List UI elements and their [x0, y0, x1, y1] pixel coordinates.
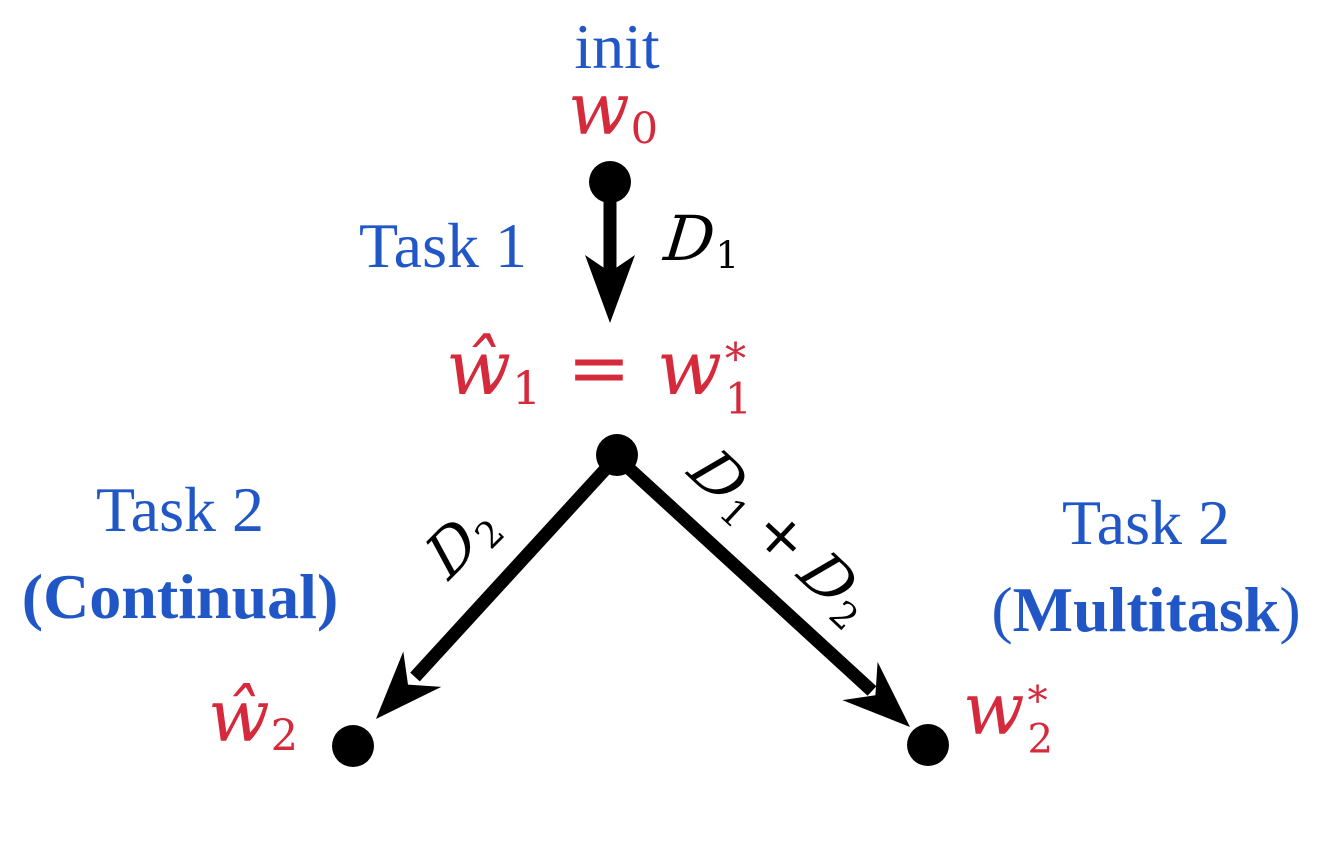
w2-multitask-scripts: *2 — [1027, 678, 1054, 763]
w2-continual-label: ŵ2 — [208, 680, 298, 759]
multitask-arrowhead-icon — [842, 661, 910, 727]
task1-arrowhead-icon — [585, 255, 635, 323]
w1-star-subscript: 1 — [724, 374, 752, 425]
task2-multitask-line1: Task 2 — [1062, 486, 1230, 558]
w1-equation: ŵ1=w*1 — [446, 330, 752, 425]
task2-continual-word: Continual — [43, 561, 317, 632]
continual-arrow — [376, 457, 617, 719]
continual-arrowhead-icon — [376, 651, 442, 719]
multitask-arrow-stem — [617, 457, 877, 696]
init-label: init — [574, 11, 660, 82]
d1-dataset-label: D1 — [661, 201, 740, 277]
w2-continual-base: ŵ — [207, 673, 270, 758]
w1-star-scripts: *1 — [724, 335, 752, 425]
w1-hat-base: ŵ — [446, 323, 512, 413]
w0-label: w0 — [568, 73, 658, 152]
w2-multitask-label: w*2 — [963, 673, 1054, 763]
task2-multitask-line2: (Multitask) — [991, 566, 1300, 653]
task2-multitask-label: Task 2 (Multitask) — [991, 479, 1300, 653]
continual-arrow-stem — [410, 457, 617, 682]
w2-multitask-base: w — [962, 666, 1025, 751]
task2-multitask-paren-open: ( — [991, 574, 1013, 645]
task2-continual-line1: Task 2 — [96, 473, 264, 545]
multitask-arrow — [617, 457, 910, 727]
w0-node-dot — [589, 161, 631, 203]
d1-base: D — [661, 201, 719, 275]
equals-sign: = — [567, 323, 631, 413]
task1-arrow — [585, 195, 635, 323]
w2-multitask-superscript: * — [1027, 678, 1048, 726]
w1-hat-subscript: 1 — [512, 362, 542, 416]
task2-continual-paren-open: ( — [21, 561, 44, 632]
task2-multitask-word: Multitask — [1012, 574, 1280, 645]
w2-continual-node-dot — [332, 725, 374, 767]
d1-subscript: 1 — [715, 232, 740, 277]
w2-multitask-node-dot — [907, 724, 949, 766]
w0-base: w — [567, 66, 630, 151]
task2-multitask-paren-close: ) — [1279, 574, 1301, 645]
w1-star-superscript: * — [724, 335, 747, 386]
task1-label: Task 1 — [359, 210, 527, 281]
w2-continual-subscript: 2 — [270, 711, 299, 762]
task2-continual-line2: (Continual) — [22, 553, 339, 640]
w2-multitask-subscript: 2 — [1027, 715, 1054, 763]
w0-subscript: 0 — [630, 104, 659, 155]
w1-star-base: w — [656, 323, 722, 413]
task2-continual-paren-close: ) — [316, 561, 339, 632]
task2-continual-label: Task 2 (Continual) — [22, 466, 339, 640]
